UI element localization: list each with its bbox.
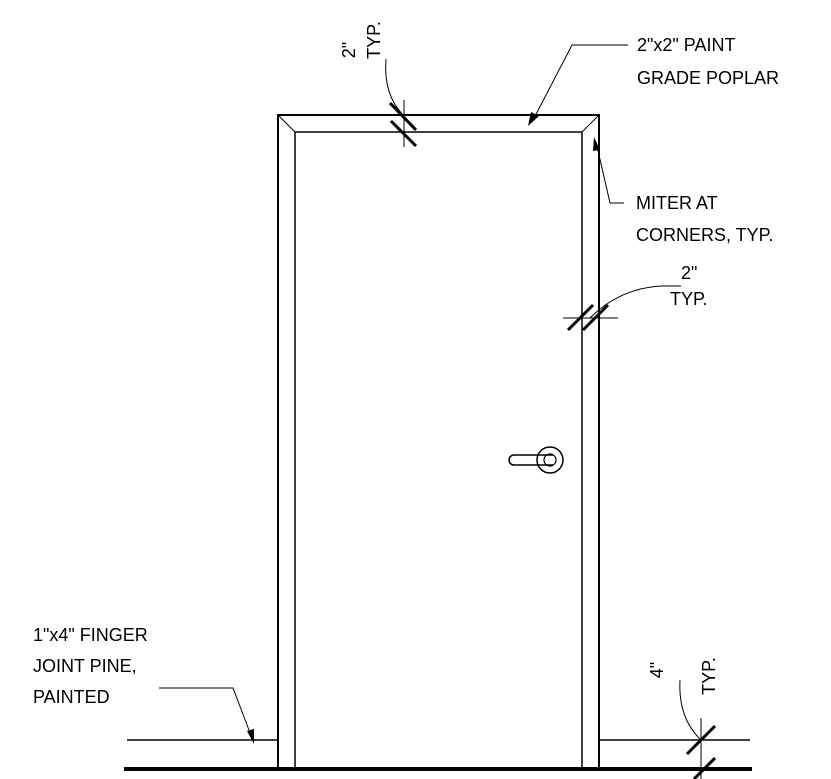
base-material-line2: JOINT PINE, xyxy=(33,656,137,676)
frame-material-line1: 2"x2" PAINT xyxy=(637,35,735,55)
side-dim-note: TYP. xyxy=(670,289,708,309)
miter-line1: MITER AT xyxy=(636,193,718,213)
side-dim-value: 2" xyxy=(681,263,697,283)
base-material-line1: 1"x4" FINGER xyxy=(33,625,148,645)
miter-line-left xyxy=(277,114,296,133)
miter-callout: MITER AT CORNERS, TYP. xyxy=(593,137,773,245)
side-frame-dimension: 2" TYP. xyxy=(563,263,708,332)
base-material-line3: PAINTED xyxy=(33,687,110,707)
baseboard-material-callout: 1"x4" FINGER JOINT PINE, PAINTED xyxy=(33,625,254,744)
casing-outer-edge xyxy=(277,114,600,769)
base-dim-value: 4" xyxy=(647,662,667,678)
baseboard-dimension: 4" TYP. xyxy=(647,657,719,779)
base-dim-note: TYP. xyxy=(699,657,719,695)
miter-line-right xyxy=(581,114,600,133)
miter-line2: CORNERS, TYP. xyxy=(636,225,773,245)
frame-material-line2: GRADE POPLAR xyxy=(637,68,779,88)
top-dim-value: 2" xyxy=(339,42,359,58)
casing-inner-edge xyxy=(294,131,583,769)
top-frame-dimension: 2" TYP. xyxy=(339,21,418,148)
frame-material-callout: 2"x2" PAINT GRADE POPLAR xyxy=(528,35,779,126)
top-dim-note: TYP. xyxy=(364,21,384,59)
door-lever-handle xyxy=(508,446,564,474)
